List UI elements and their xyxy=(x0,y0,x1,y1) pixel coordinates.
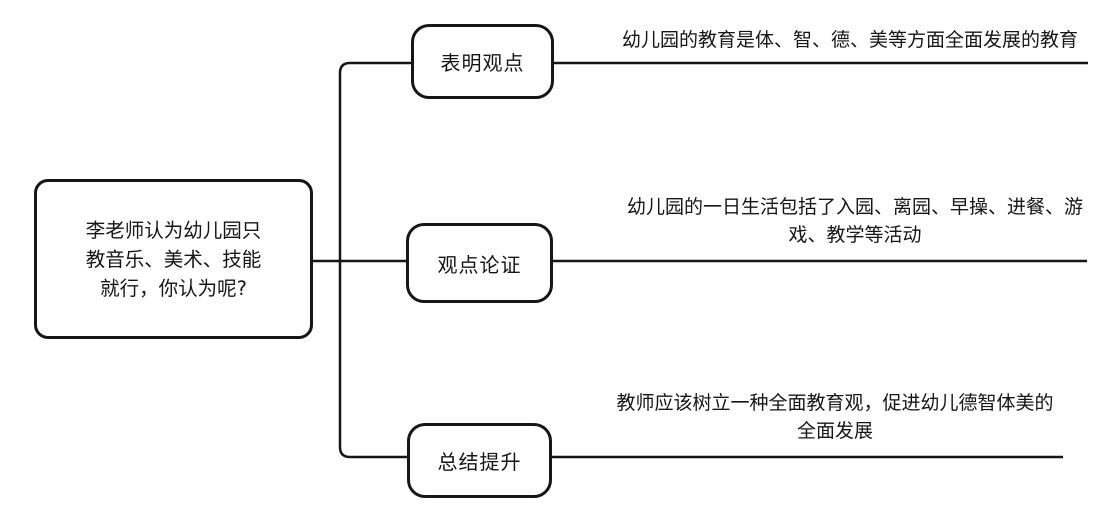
branch-note-line: 戏、教学等活动 xyxy=(788,224,922,246)
branch-node-label: 总结提升 xyxy=(437,450,522,474)
branch-node-label: 表明观点 xyxy=(440,51,525,75)
root-text-line: 教音乐、美术、技能 xyxy=(85,247,262,271)
root-text-line: 李老师认为幼儿园只 xyxy=(85,218,262,242)
branch-note-line: 教师应该树立一种全面教育观，促进幼儿德智体美的 xyxy=(616,392,1054,414)
root-node-text: 李老师认为幼儿园只 教音乐、美术、技能 就行，你认为呢? xyxy=(86,216,262,303)
branch-note-argument: 幼儿园的一日生活包括了入园、离园、早操、进餐、游 戏、教学等活动 xyxy=(610,193,1100,249)
branch-node-summary: 总结提升 xyxy=(407,423,552,498)
branch-node-state-viewpoint: 表明观点 xyxy=(411,24,554,99)
branch-note-line: 幼儿园的一日生活包括了入园、离园、早操、进餐、游 xyxy=(626,196,1083,218)
branch-note-state-viewpoint: 幼儿园的教育是体、智、德、美等方面全面发展的教育 xyxy=(595,26,1105,54)
branch-node-label: 观点论证 xyxy=(437,252,522,277)
branch-note-line: 全面发展 xyxy=(796,420,873,442)
branch-note-summary: 教师应该树立一种全面教育观，促进幼儿德智体美的 全面发展 xyxy=(600,389,1070,445)
branch-node-argument: 观点论证 xyxy=(406,223,553,303)
root-text-line: 就行，你认为呢? xyxy=(100,276,247,300)
root-node: 李老师认为幼儿园只 教音乐、美术、技能 就行，你认为呢? xyxy=(34,179,313,339)
branch-note-line: 幼儿园的教育是体、智、德、美等方面全面发展的教育 xyxy=(621,29,1078,51)
